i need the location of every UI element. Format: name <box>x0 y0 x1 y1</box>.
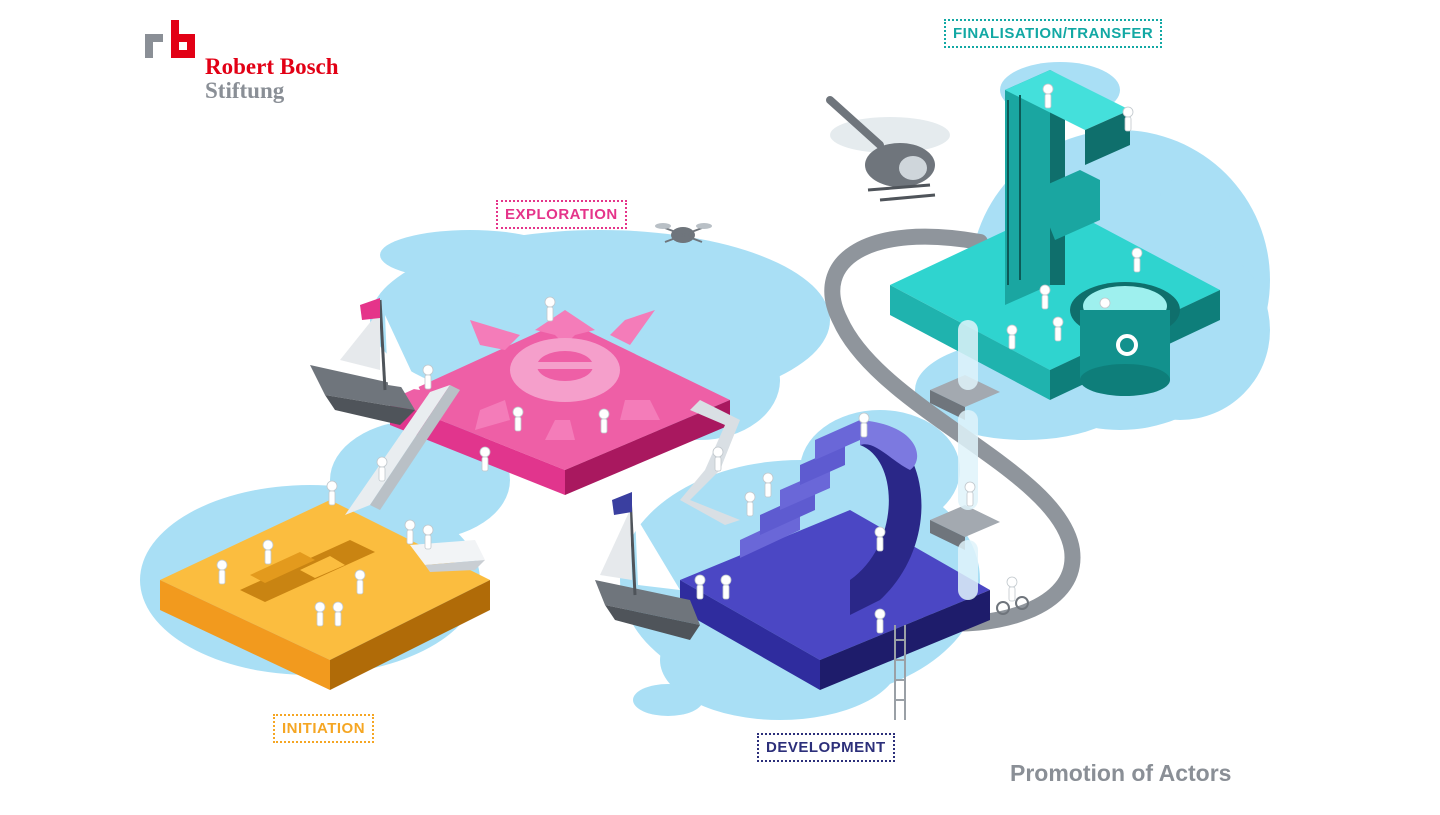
sailboat-right <box>595 492 700 640</box>
rb-logo-mark-icon <box>145 20 195 58</box>
phase-label-exploration: EXPLORATION <box>496 200 627 229</box>
staircase-initiation-exploration <box>345 385 460 515</box>
exploration-island <box>390 310 730 495</box>
bicycle <box>996 596 1029 615</box>
phase-label-development: DEVELOPMENT <box>757 733 895 762</box>
phase-label-finalisation: FINALISATION/TRANSFER <box>944 19 1163 48</box>
helicopter <box>826 96 950 202</box>
robert-bosch-stiftung-logo: Robert Bosch Stiftung <box>145 20 385 110</box>
logo-name-line2: Stiftung <box>205 78 285 103</box>
footer-title: Promotion of Actors <box>1010 760 1232 786</box>
sailboat-left <box>310 298 420 425</box>
drone <box>655 223 712 243</box>
hanging-ladder <box>894 625 906 720</box>
logo-name-line1: Robert Bosch <box>205 54 339 79</box>
staircase-exploration-development <box>680 400 740 525</box>
people-figures <box>216 83 1143 634</box>
phase-label-initiation: INITIATION <box>273 714 375 743</box>
